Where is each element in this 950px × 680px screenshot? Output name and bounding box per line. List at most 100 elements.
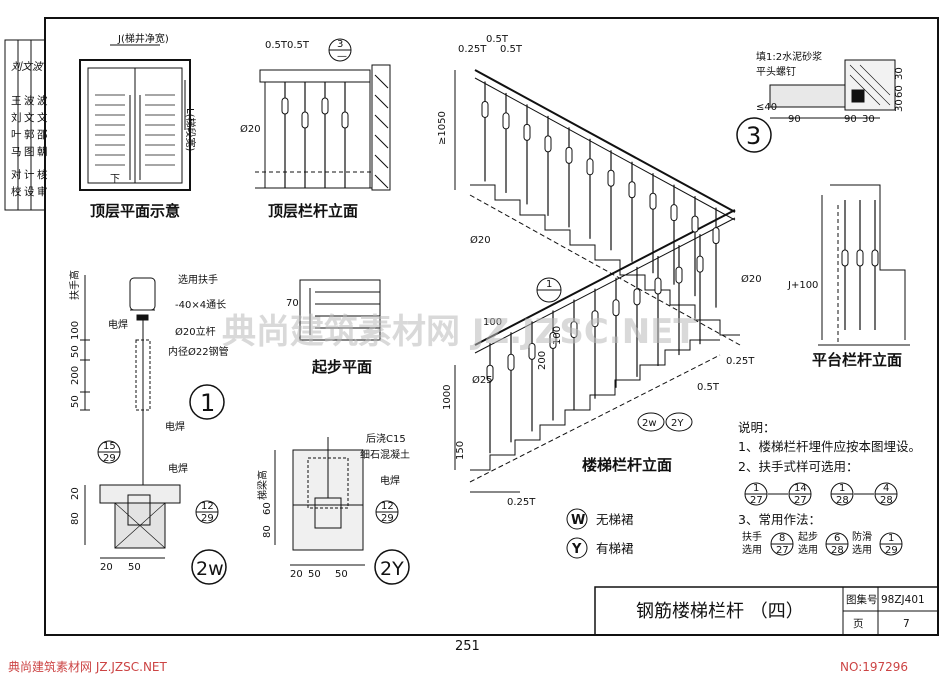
stair-tag-w xyxy=(637,412,665,432)
d2y-conc: 细石混凝土 xyxy=(360,448,410,461)
svg-text:80: 80 xyxy=(70,512,81,525)
detail-2y-view xyxy=(274,437,365,566)
svg-text:27: 27 xyxy=(794,495,807,506)
svg-text:选用: 选用 xyxy=(798,543,818,556)
svg-text:1: 1 xyxy=(839,483,845,494)
baluster-knuckle xyxy=(570,321,578,339)
baluster-knuckle xyxy=(841,249,849,267)
svg-text:28: 28 xyxy=(831,545,844,556)
svg-text:马: 马 xyxy=(11,146,22,158)
baluster-knuckle xyxy=(691,215,699,233)
baluster-knuckle xyxy=(341,111,349,129)
platform-rail-view xyxy=(818,184,910,346)
d1-dim-top: 扶手高 xyxy=(68,270,81,300)
svg-text:邵: 邵 xyxy=(37,129,48,141)
svg-text:12: 12 xyxy=(201,501,214,512)
svg-text:6: 6 xyxy=(834,533,840,544)
baluster-knuckle xyxy=(586,158,594,176)
svg-text:图: 图 xyxy=(24,146,35,158)
svg-text:2w: 2w xyxy=(642,418,657,429)
svg-text:防滑: 防滑 xyxy=(852,530,872,543)
svg-text:刘: 刘 xyxy=(11,112,22,124)
svg-text:扶手: 扶手 xyxy=(742,530,762,543)
svg-text:4: 4 xyxy=(883,483,889,494)
svg-text:8: 8 xyxy=(779,533,785,544)
svg-text:20: 20 xyxy=(70,487,81,500)
baluster-knuckle xyxy=(670,204,678,222)
baluster-knuckle xyxy=(607,169,615,187)
title-block-title: 钢筋楼梯栏杆 （四） xyxy=(636,601,804,622)
atlas-label: 图集号 xyxy=(846,593,878,606)
legend-w-symbol xyxy=(566,508,588,530)
atlas-value: 98ZJ401 xyxy=(881,594,925,606)
svg-text:50: 50 xyxy=(70,345,81,358)
svg-text:1: 1 xyxy=(753,483,759,494)
svg-text:15: 15 xyxy=(103,441,116,452)
svg-text:—: — xyxy=(337,51,347,62)
title-block xyxy=(594,586,939,636)
svg-text:27: 27 xyxy=(776,545,789,556)
baluster-knuckle xyxy=(628,181,636,199)
stair-h1050: ≥1050 xyxy=(437,111,448,145)
baluster-knuckle xyxy=(649,192,657,210)
svg-text:12: 12 xyxy=(381,501,394,512)
detail-2y-callout xyxy=(374,549,410,585)
notes-item-1: 1、楼梯栏杆埋件应按本图埋设。 xyxy=(738,439,921,454)
svg-text:60: 60 xyxy=(894,85,905,98)
d1-weld2: 电焊 xyxy=(165,420,185,433)
legend-y-symbol xyxy=(566,537,588,559)
platform-rail-rods xyxy=(841,200,879,330)
baluster-knuckle xyxy=(502,112,510,130)
d2y-side: 梯梁高 xyxy=(256,470,269,500)
detail-1-view xyxy=(80,275,156,490)
detail-2w-callout xyxy=(191,549,227,585)
detail-1-number: 1 xyxy=(200,389,215,417)
baluster-knuckle xyxy=(712,227,720,245)
top-plan-title: 顶层平面示意 xyxy=(90,202,180,220)
platform-rail-title: 平台栏杆立面 xyxy=(812,351,902,369)
svg-text:0.25T: 0.25T xyxy=(726,356,755,367)
svg-text:20: 20 xyxy=(290,569,303,580)
svg-text:1: 1 xyxy=(546,279,552,290)
baluster-knuckle xyxy=(528,342,536,360)
svg-text:核: 核 xyxy=(37,168,48,181)
svg-text:起步: 起步 xyxy=(798,531,818,543)
svg-text:文: 文 xyxy=(37,111,48,124)
baluster-knuckle xyxy=(856,249,864,267)
svg-text:选用: 选用 xyxy=(742,543,762,556)
baluster-knuckle xyxy=(591,310,599,328)
notes-ref-pairs: 1 27 14 27 1 28 4 28 xyxy=(744,482,898,506)
svg-text:14: 14 xyxy=(794,483,807,494)
top-rail-view xyxy=(255,64,391,191)
baluster-knuckle xyxy=(549,332,557,349)
svg-text:80: 80 xyxy=(262,525,273,538)
svg-text:朝: 朝 xyxy=(37,146,48,158)
legend-y-label: 有梯裙 xyxy=(596,541,634,556)
notes-item-3: 3、常用作法： xyxy=(738,512,821,527)
svg-text:29: 29 xyxy=(381,513,394,524)
d3-l1: 填1:2水泥砂浆 xyxy=(756,50,822,63)
baluster-knuckle xyxy=(565,146,573,164)
baluster-knuckle xyxy=(612,299,620,317)
baluster-knuckle xyxy=(321,97,329,115)
signoff-signature: 刘文波 xyxy=(11,61,44,73)
svg-text:29: 29 xyxy=(885,545,898,556)
svg-text:0.5T: 0.5T xyxy=(500,44,523,55)
svg-text:200: 200 xyxy=(537,351,548,370)
stair-rod-c: Ø25 xyxy=(472,374,493,386)
baluster-knuckle xyxy=(507,353,515,371)
top-plan-view xyxy=(79,44,191,191)
signoff-row3: 审 xyxy=(37,185,48,198)
baluster-knuckle xyxy=(654,277,662,295)
stair-rod-a: Ø20 xyxy=(470,234,491,246)
svg-text:29: 29 xyxy=(103,453,116,464)
baluster-knuckle xyxy=(675,266,683,284)
baluster-knuckle xyxy=(481,100,489,118)
baluster-knuckle xyxy=(281,97,289,115)
svg-text:90: 90 xyxy=(788,114,801,125)
svg-text:选用: 选用 xyxy=(852,543,872,556)
page-label: 页 xyxy=(853,618,864,630)
top-plan-l-label: L(梯段宽) xyxy=(184,108,197,151)
svg-text:90: 90 xyxy=(844,114,857,125)
